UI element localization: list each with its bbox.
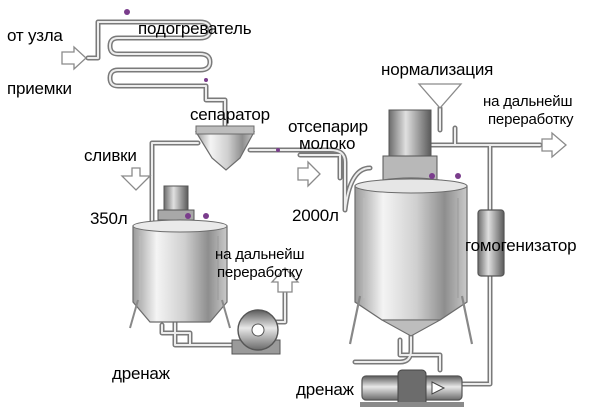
large-tank-motor — [388, 109, 432, 159]
arrow-skim-icon — [297, 160, 321, 188]
pump-bottom — [360, 369, 464, 407]
valve-icon — [204, 78, 208, 82]
pump-left — [231, 309, 281, 355]
small-tank — [129, 185, 231, 329]
label-from-node: от узла — [7, 26, 63, 45]
valve-icon — [429, 173, 435, 179]
label-drain-right: дренаж — [296, 380, 354, 399]
label-cream: сливки — [84, 146, 137, 165]
label-heater: подогреватель — [138, 19, 252, 38]
arrow-normalization-icon — [417, 83, 463, 109]
label-further-mid-1: на дальнейш — [215, 246, 305, 263]
label-skimmed-1: отсепарир — [288, 117, 368, 136]
arrow-cream-icon — [120, 167, 152, 191]
small-tank-motor — [163, 185, 189, 213]
pipes — [85, 19, 543, 387]
label-drain-left: дренаж — [112, 364, 170, 383]
label-homogenizer: гомогенизатор — [465, 236, 577, 255]
large-tank — [348, 109, 474, 345]
arrow-further-top-icon — [541, 131, 567, 159]
label-further-top-2: переработку — [488, 111, 574, 128]
label-reception: приемки — [7, 79, 72, 98]
separator — [194, 125, 256, 171]
label-normalization: нормализация — [381, 60, 494, 79]
label-skimmed-2: молоко — [299, 134, 356, 153]
homogenizer — [477, 209, 505, 277]
valve-icon — [185, 213, 191, 219]
flow-arrows — [61, 45, 567, 293]
valve-icon — [276, 148, 280, 152]
label-small-tank-volume: 350л — [90, 209, 128, 228]
arrow-further-mid-icon — [270, 267, 300, 293]
label-further-top-1: на дальнейш — [483, 93, 573, 110]
valve-icon — [203, 213, 209, 219]
valve-icon — [455, 173, 461, 179]
valves — [124, 9, 461, 219]
label-further-mid-2: переработку — [217, 264, 303, 281]
label-separator: сепаратор — [190, 105, 270, 124]
valve-icon — [124, 9, 130, 15]
arrow-inlet-icon — [61, 45, 87, 71]
label-large-tank-volume: 2000л — [292, 206, 339, 225]
